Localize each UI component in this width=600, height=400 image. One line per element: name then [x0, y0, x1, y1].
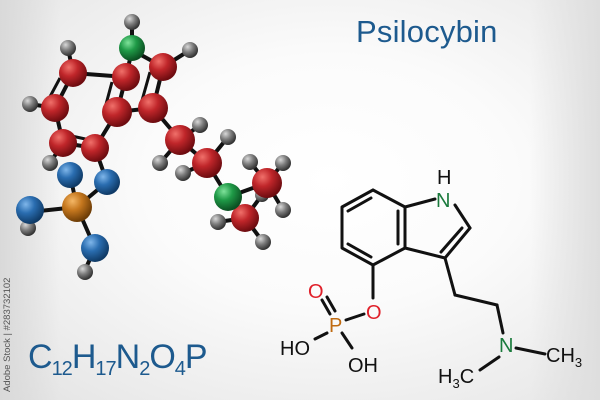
methyl-left-label: H3C: [438, 366, 474, 391]
formula-count-c: 12: [51, 358, 73, 380]
phosphorus-atom: [62, 192, 92, 222]
formula-element-o: O: [149, 338, 175, 376]
methyl-right-label: CH3: [546, 345, 582, 370]
compound-title: Psilocybin: [356, 14, 498, 49]
formula-element-c: C: [28, 338, 53, 376]
formula-count-n: 2: [139, 358, 150, 380]
hydroxyl-left-label: HO: [280, 338, 310, 360]
skeletal-bonds: [313, 188, 547, 372]
carbon-atoms: [41, 53, 282, 232]
amine-nitrogen-label: N: [499, 335, 513, 357]
formula-element-p: P: [184, 338, 208, 376]
formula-count-o: 4: [174, 358, 186, 380]
double-bond-oxygen-label: O: [308, 281, 324, 303]
hydroxyl-right-label: OH: [348, 355, 378, 377]
skeletal-labels: H N O P O HO OH N CH3 H3C: [280, 167, 582, 391]
nh-hydrogen-label: H: [437, 167, 451, 189]
nitrogen-atoms: [119, 35, 242, 211]
formula-count-h: 17: [95, 358, 116, 380]
phosphorus-label: P: [329, 315, 342, 337]
formula-element-h: H: [71, 338, 97, 376]
stock-watermark: Adobe Stock | #283732102: [2, 277, 13, 392]
molecular-formula: C12H17N2O4P: [28, 338, 208, 381]
ester-oxygen-label: O: [366, 302, 382, 324]
background-shade-right: [530, 0, 600, 400]
formula-element-n: N: [115, 338, 141, 376]
oxygen-atoms: [16, 162, 120, 262]
indole-nitrogen-label: N: [436, 190, 450, 212]
hydrogen-atoms: [20, 14, 291, 280]
